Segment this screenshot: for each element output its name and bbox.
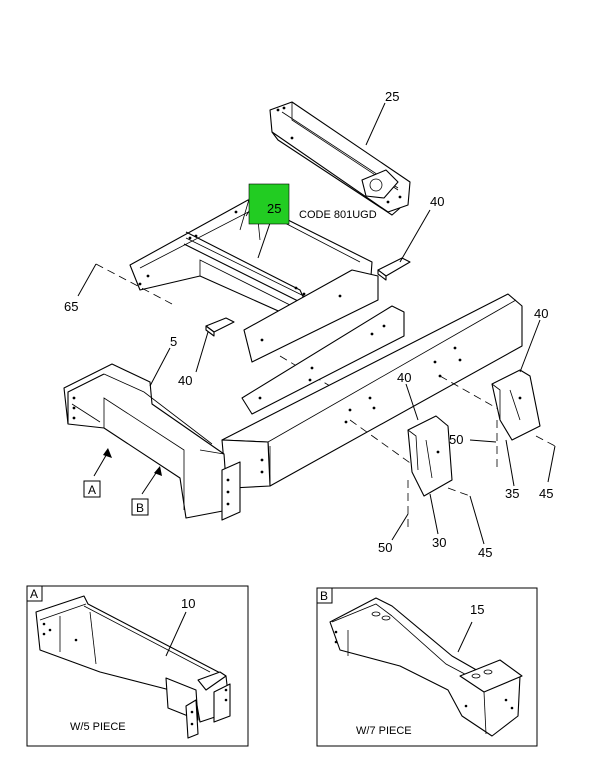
callout-25-top: 25 [385,89,399,104]
part-10-crossmember [35,595,231,739]
view-ref-b-box [131,498,149,516]
callout-50-b: 50 [378,540,392,555]
callout-40-c: 40 [534,306,548,321]
angle-plate [241,305,405,415]
detail-a-callout: 10 [181,596,195,611]
detail-b-panel: B 15 W/7 PIECE [316,587,538,747]
callout-5: 5 [170,334,177,349]
code-label: CODE 801UGD [299,209,377,221]
callout-40-d: 40 [397,370,411,385]
part-15-crossmember [329,597,523,737]
callout-45-a: 45 [539,486,553,501]
part-40-bracket-lower [205,317,235,337]
callout-65: 65 [64,299,78,314]
callout-40-a: 40 [430,194,444,209]
leader-lines [77,102,556,545]
mounting-plate [243,269,379,363]
detail-b-letter: B [320,589,328,603]
part-40-bracket-upper [377,257,411,281]
view-ref-a: A [88,483,96,497]
view-arrow-b [141,466,162,495]
view-arrow-a [93,448,112,477]
view-ref-a-box [83,480,101,498]
callout-50-a: 50 [449,432,463,447]
callout-40-b: 40 [178,373,192,388]
callout-30: 30 [432,535,446,550]
detail-a-letter: A [30,587,38,601]
part-35-bracket [491,369,541,441]
callout-25-highlight[interactable]: 25 [267,201,281,216]
part-25-upper-bracket [269,101,411,216]
part-30-bracket [407,415,453,497]
detail-b-caption: W/7 PIECE [356,725,412,737]
part-5-front-crossmember [63,363,241,521]
callout-35: 35 [505,486,519,501]
detail-a-panel: A 10 W/5 PIECE [26,585,249,747]
callout-45-b: 45 [478,545,492,560]
detail-a-caption: W/5 PIECE [70,721,126,733]
detail-b-callout: 15 [470,602,484,617]
highlight-box [248,183,290,225]
view-ref-b: B [136,501,144,515]
